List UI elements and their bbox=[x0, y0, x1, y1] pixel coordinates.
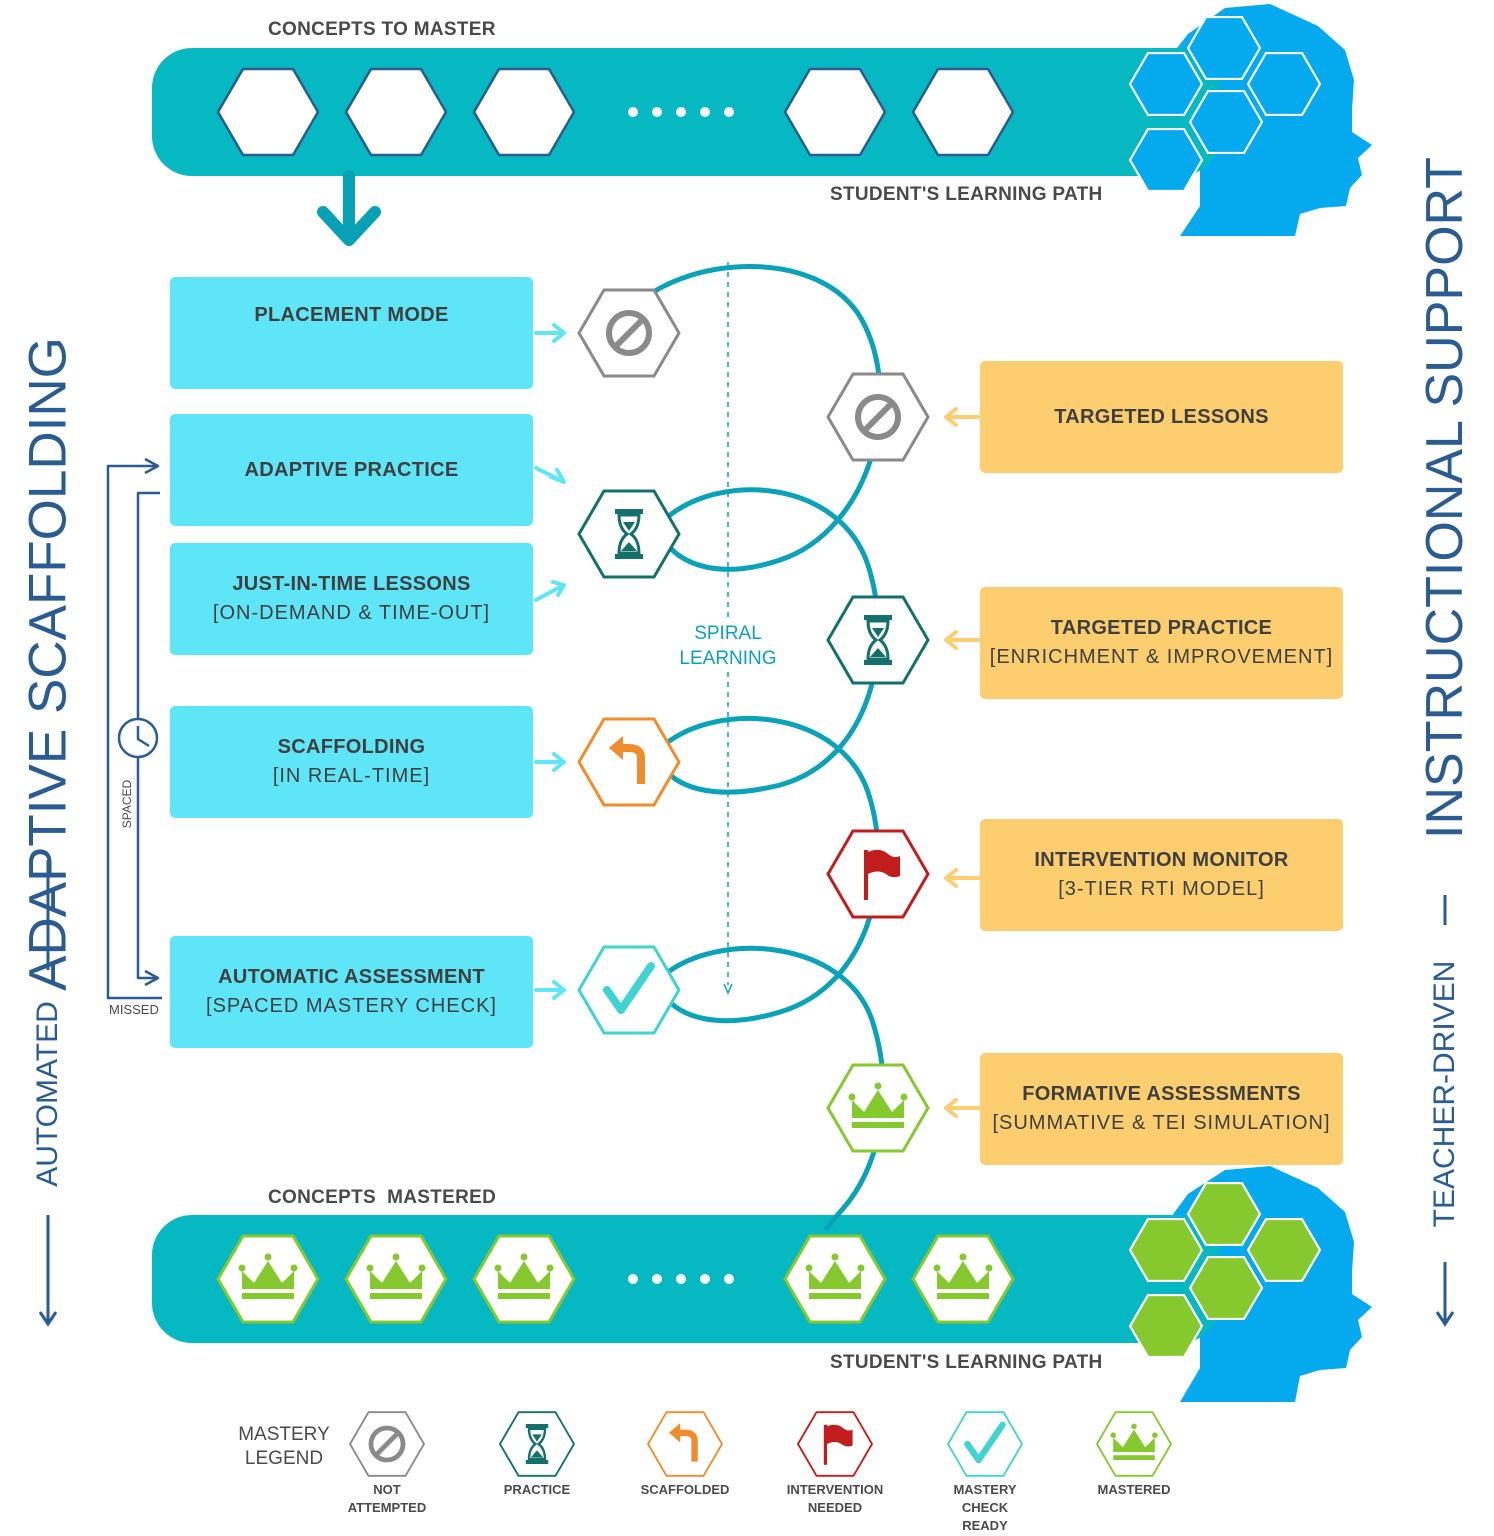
spaced-label-wrap: SPACED bbox=[118, 780, 136, 828]
just-in-time-title: JUST-IN-TIME LESSONS bbox=[232, 573, 471, 595]
concepts-to-master-label: CONCEPTS TO MASTER bbox=[268, 19, 496, 40]
spaced-missed-loop bbox=[106, 457, 162, 1000]
targeted-practice-subtitle: [ENRICHMENT & IMPROVEMENT] bbox=[989, 646, 1334, 668]
legend-hexagon-intervention bbox=[797, 1411, 873, 1477]
just-in-time-box: JUST-IN-TIME LESSONS [ON-DEMAND & TIME-O… bbox=[170, 543, 533, 655]
legend-label-scaffolded: SCAFFOLDED bbox=[640, 1482, 730, 1497]
automatic-assessment-title: AUTOMATIC ASSESSMENT bbox=[218, 966, 485, 988]
legend-label-intervention: INTERVENTION NEEDED bbox=[786, 1482, 884, 1515]
instructional-support-label: INSTRUCTIONAL SUPPORT bbox=[1416, 157, 1474, 839]
targeted-lessons-box: TARGETED LESSONS bbox=[980, 361, 1343, 473]
learning-path-label-top: STUDENT'S LEARNING PATH bbox=[830, 184, 1103, 205]
learning-path-label-bottom: STUDENT'S LEARNING PATH bbox=[830, 1352, 1103, 1373]
spaced-label: SPACED bbox=[120, 779, 134, 829]
legend-label-not-attempted: NOT ATTEMPTED bbox=[347, 1482, 427, 1515]
legend-label-mastered: MASTERED bbox=[1097, 1482, 1171, 1497]
targeted-lessons-title: TARGETED LESSONS bbox=[1054, 405, 1269, 428]
connector-arrows-right bbox=[944, 407, 980, 1118]
spiral-label-line2: LEARNING bbox=[679, 648, 777, 669]
adaptive-practice-title: ADAPTIVE PRACTICE bbox=[244, 459, 459, 481]
formative-assessments-box: FORMATIVE ASSESSMENTS [SUMMATIVE & TEI S… bbox=[980, 1053, 1343, 1165]
intervention-monitor-subtitle: [3-TIER RTI MODEL] bbox=[1058, 878, 1265, 900]
missed-label: MISSED bbox=[109, 1002, 159, 1017]
targeted-practice-title: TARGETED PRACTICE bbox=[1050, 617, 1273, 639]
targeted-practice-box: TARGETED PRACTICE [ENRICHMENT & IMPROVEM… bbox=[980, 587, 1343, 699]
down-arrow bbox=[317, 170, 381, 246]
formative-assessments-subtitle: [SUMMATIVE & TEI SIMULATION] bbox=[992, 1112, 1331, 1134]
clock-icon bbox=[117, 717, 159, 759]
ellipsis-dots bbox=[628, 1274, 734, 1284]
automatic-assessment-subtitle: [SPACED MASTERY CHECK] bbox=[206, 995, 497, 1017]
legend-hexagon-scaffolded bbox=[647, 1411, 723, 1477]
spiral-learning-label: SPIRAL LEARNING bbox=[668, 621, 788, 671]
teacher-driven-label-wrap: TEACHER-DRIVEN bbox=[1428, 961, 1462, 1228]
ellipsis-dots bbox=[628, 107, 734, 117]
connector-arrows-left bbox=[534, 323, 566, 1000]
status-hexagon-intervention bbox=[826, 829, 930, 919]
spiral-label-line1: SPIRAL bbox=[694, 623, 762, 644]
legend-label-practice: PRACTICE bbox=[503, 1482, 571, 1497]
adaptive-scaffolding-label: ADAPTIVE SCAFFOLDING bbox=[18, 337, 78, 991]
formative-assessments-title: FORMATIVE ASSESSMENTS bbox=[1022, 1083, 1301, 1105]
automated-label-wrap: AUTOMATED bbox=[31, 1001, 65, 1187]
adaptive-practice-box: ADAPTIVE PRACTICE bbox=[170, 414, 533, 526]
scaffolding-box: SCAFFOLDING [IN REAL-TIME] bbox=[170, 706, 533, 818]
legend-title-line2: LEGEND bbox=[244, 1448, 324, 1469]
scaffolding-subtitle: [IN REAL-TIME] bbox=[272, 765, 431, 787]
placement-mode-title: PLACEMENT MODE bbox=[254, 304, 449, 326]
right-side-line bbox=[1435, 895, 1455, 1327]
placement-mode-box: PLACEMENT MODE bbox=[170, 277, 533, 389]
automated-label: AUTOMATED bbox=[31, 1001, 64, 1187]
teacher-driven-label: TEACHER-DRIVEN bbox=[1428, 960, 1461, 1228]
legend-title-line1: MASTERY bbox=[238, 1424, 330, 1445]
automatic-assessment-box: AUTOMATIC ASSESSMENT [SPACED MASTERY CHE… bbox=[170, 936, 533, 1048]
status-hexagon-scaffolded bbox=[577, 717, 681, 807]
legend-label-mastery-check: MASTERY CHECK READY bbox=[953, 1482, 1017, 1533]
intervention-monitor-box: INTERVENTION MONITOR [3-TIER RTI MODEL] bbox=[980, 819, 1343, 931]
status-hexagon-mastery-check bbox=[577, 945, 681, 1035]
mastery-legend-title: MASTERY LEGEND bbox=[226, 1423, 342, 1471]
left-side-title: ADAPTIVE SCAFFOLDING bbox=[18, 337, 79, 991]
concepts-mastered-label: CONCEPTS MASTERED bbox=[268, 1187, 497, 1208]
right-side-title: INSTRUCTIONAL SUPPORT bbox=[1415, 157, 1475, 839]
scaffolding-title: SCAFFOLDING bbox=[277, 736, 426, 758]
left-side-line bbox=[38, 860, 58, 1327]
just-in-time-subtitle: [ON-DEMAND & TIME-OUT] bbox=[212, 602, 491, 624]
legend-hexagon-mastery-check bbox=[947, 1411, 1023, 1477]
intervention-monitor-title: INTERVENTION MONITOR bbox=[1034, 849, 1289, 871]
